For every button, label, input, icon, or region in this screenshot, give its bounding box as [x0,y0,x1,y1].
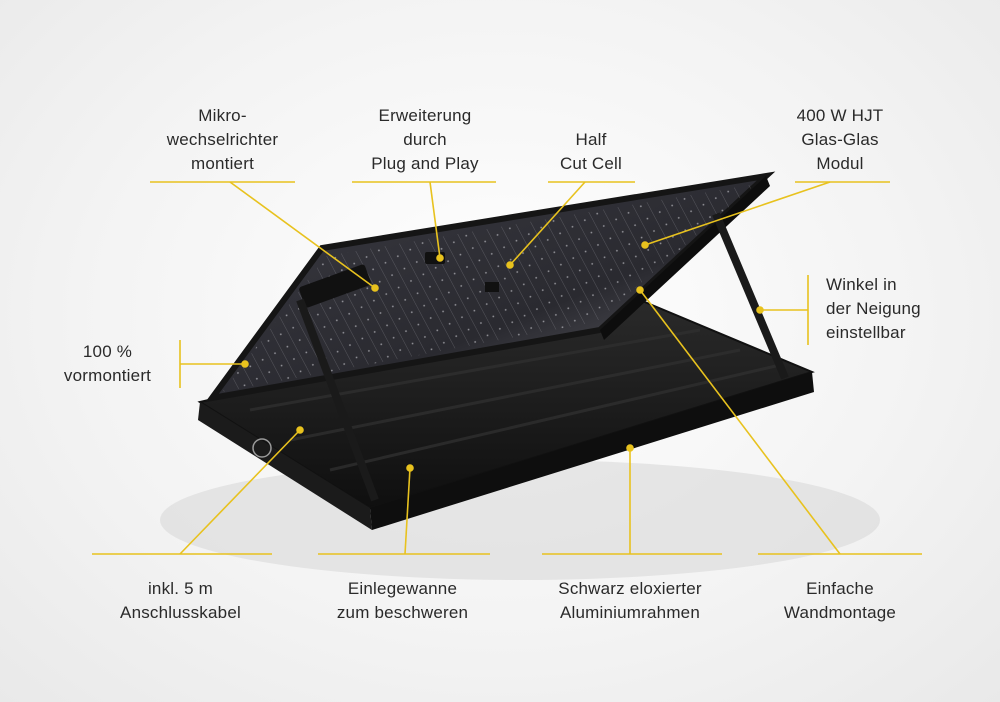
tray-right-edge [370,372,814,530]
left-strut [296,298,379,502]
label-line: durch [403,130,447,149]
label-line: wechselrichter [166,130,279,149]
label-line: zum beschweren [336,603,469,622]
label-line: Cut Cell [559,154,623,173]
label-line: Half [575,130,607,149]
label-line: Einfache [806,579,874,598]
label-pre-assembled: 100 % vormontiert [40,340,175,388]
micro-inverter [299,264,371,308]
right-strut [712,212,789,380]
label-line: Aluminiumrahmen [560,603,700,622]
label-line: inkl. 5 m [147,579,214,598]
label-line: einstellbar [826,323,906,342]
tray-front-edge [198,402,372,530]
label-micro-inverter: Mikro- wechselrichter montiert [150,104,295,176]
label-half-cut-cell: Half Cut Cell [545,128,637,176]
half-cut-connector [485,282,499,292]
label-module-type: 400 W HJT Glas-Glas Modul [785,104,895,176]
label-line: Wandmontage [783,603,897,622]
label-line: Modul [816,154,864,173]
label-line: 100 % [82,342,133,361]
label-line: Erweiterung [378,106,472,125]
label-line: vormontiert [63,366,152,385]
label-line: Winkel in [826,275,897,294]
label-line: der Neigung [826,299,921,318]
label-line: 400 W HJT [796,106,884,125]
label-tilt-angle: Winkel in der Neigung einstellbar [826,273,966,345]
brand-logo-icon [252,438,272,458]
label-line: Anschlusskabel [120,603,241,622]
label-tray: Einlegewanne zum beschweren [310,577,495,625]
label-plug-and-play: Erweiterung durch Plug and Play [350,104,500,176]
label-cable: inkl. 5 m Anschlusskabel [88,577,273,625]
callout-lines [92,181,922,555]
label-line: Mikro- [198,106,247,125]
tray-ribs [249,328,781,472]
label-frame: Schwarz eloxierter Aluminiumrahmen [530,577,730,625]
label-line: Einlegewanne [347,579,458,598]
label-line: Plug and Play [371,154,479,173]
label-line: Glas-Glas [801,130,879,149]
label-wall-mount: Einfache Wandmontage [755,577,925,625]
label-line: montiert [190,154,254,173]
label-line: Schwarz eloxierter [558,579,702,598]
